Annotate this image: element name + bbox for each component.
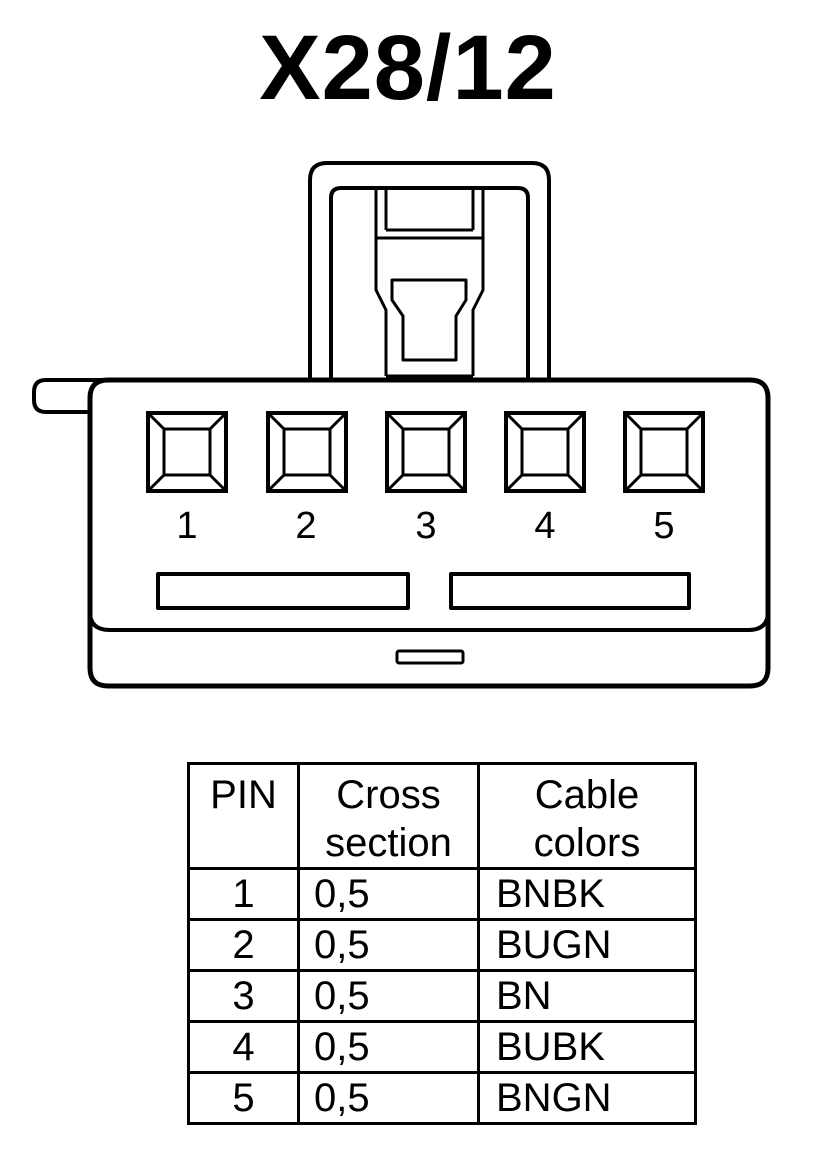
header-cross-section: Cross section <box>297 762 480 870</box>
header-cable-colors: Cable colors <box>477 762 697 870</box>
pin-socket-5 <box>623 411 705 493</box>
table-header-row: PIN Cross section Cable colors <box>187 762 697 870</box>
latch-inner <box>329 186 530 380</box>
latch-outer <box>308 161 551 380</box>
connector-diagram: 1 2 3 4 5 <box>32 161 771 689</box>
cell-cross-section: 0,5 <box>297 969 480 1023</box>
cell-pin: 4 <box>187 1020 300 1074</box>
slot-left <box>156 572 410 610</box>
connector-body <box>87 377 771 689</box>
table-row: 3 0,5 BN <box>187 969 697 1023</box>
pin-socket-2 <box>266 411 348 493</box>
pin-socket-3 <box>385 411 467 493</box>
cell-color: BNGN <box>477 1071 697 1125</box>
cell-color: BNBK <box>477 867 697 921</box>
pin-label-4: 4 <box>534 505 555 547</box>
slot-right <box>449 572 691 610</box>
cell-color: BUGN <box>477 918 697 972</box>
page-title: X28/12 <box>259 17 557 119</box>
key-notch <box>395 649 465 665</box>
header-pin: PIN <box>187 762 300 870</box>
pin-label-1: 1 <box>176 505 197 547</box>
cell-cross-section: 0,5 <box>297 1020 480 1074</box>
pin-socket-1 <box>146 411 228 493</box>
pin-label-5: 5 <box>653 505 674 547</box>
left-ear <box>32 378 105 414</box>
cell-cross-section: 0,5 <box>297 918 480 972</box>
pin-label-3: 3 <box>415 505 436 547</box>
body-lip <box>88 611 770 632</box>
table-row: 1 0,5 BNBK <box>187 867 697 921</box>
table-row: 4 0,5 BUBK <box>187 1020 697 1074</box>
pin-table: PIN Cross section Cable colors 1 0,5 BNB… <box>187 762 697 1125</box>
pin-label-2: 2 <box>295 505 316 547</box>
cell-pin: 3 <box>187 969 300 1023</box>
pin-socket-4 <box>504 411 586 493</box>
cell-color: BN <box>477 969 697 1023</box>
table-row: 2 0,5 BUGN <box>187 918 697 972</box>
table-row: 5 0,5 BNGN <box>187 1071 697 1125</box>
cell-pin: 2 <box>187 918 300 972</box>
cell-cross-section: 0,5 <box>297 867 480 921</box>
latch-tab <box>374 188 485 240</box>
latch-key <box>374 238 485 376</box>
cell-pin: 1 <box>187 867 300 921</box>
cell-color: BUBK <box>477 1020 697 1074</box>
cell-pin: 5 <box>187 1071 300 1125</box>
cell-cross-section: 0,5 <box>297 1071 480 1125</box>
